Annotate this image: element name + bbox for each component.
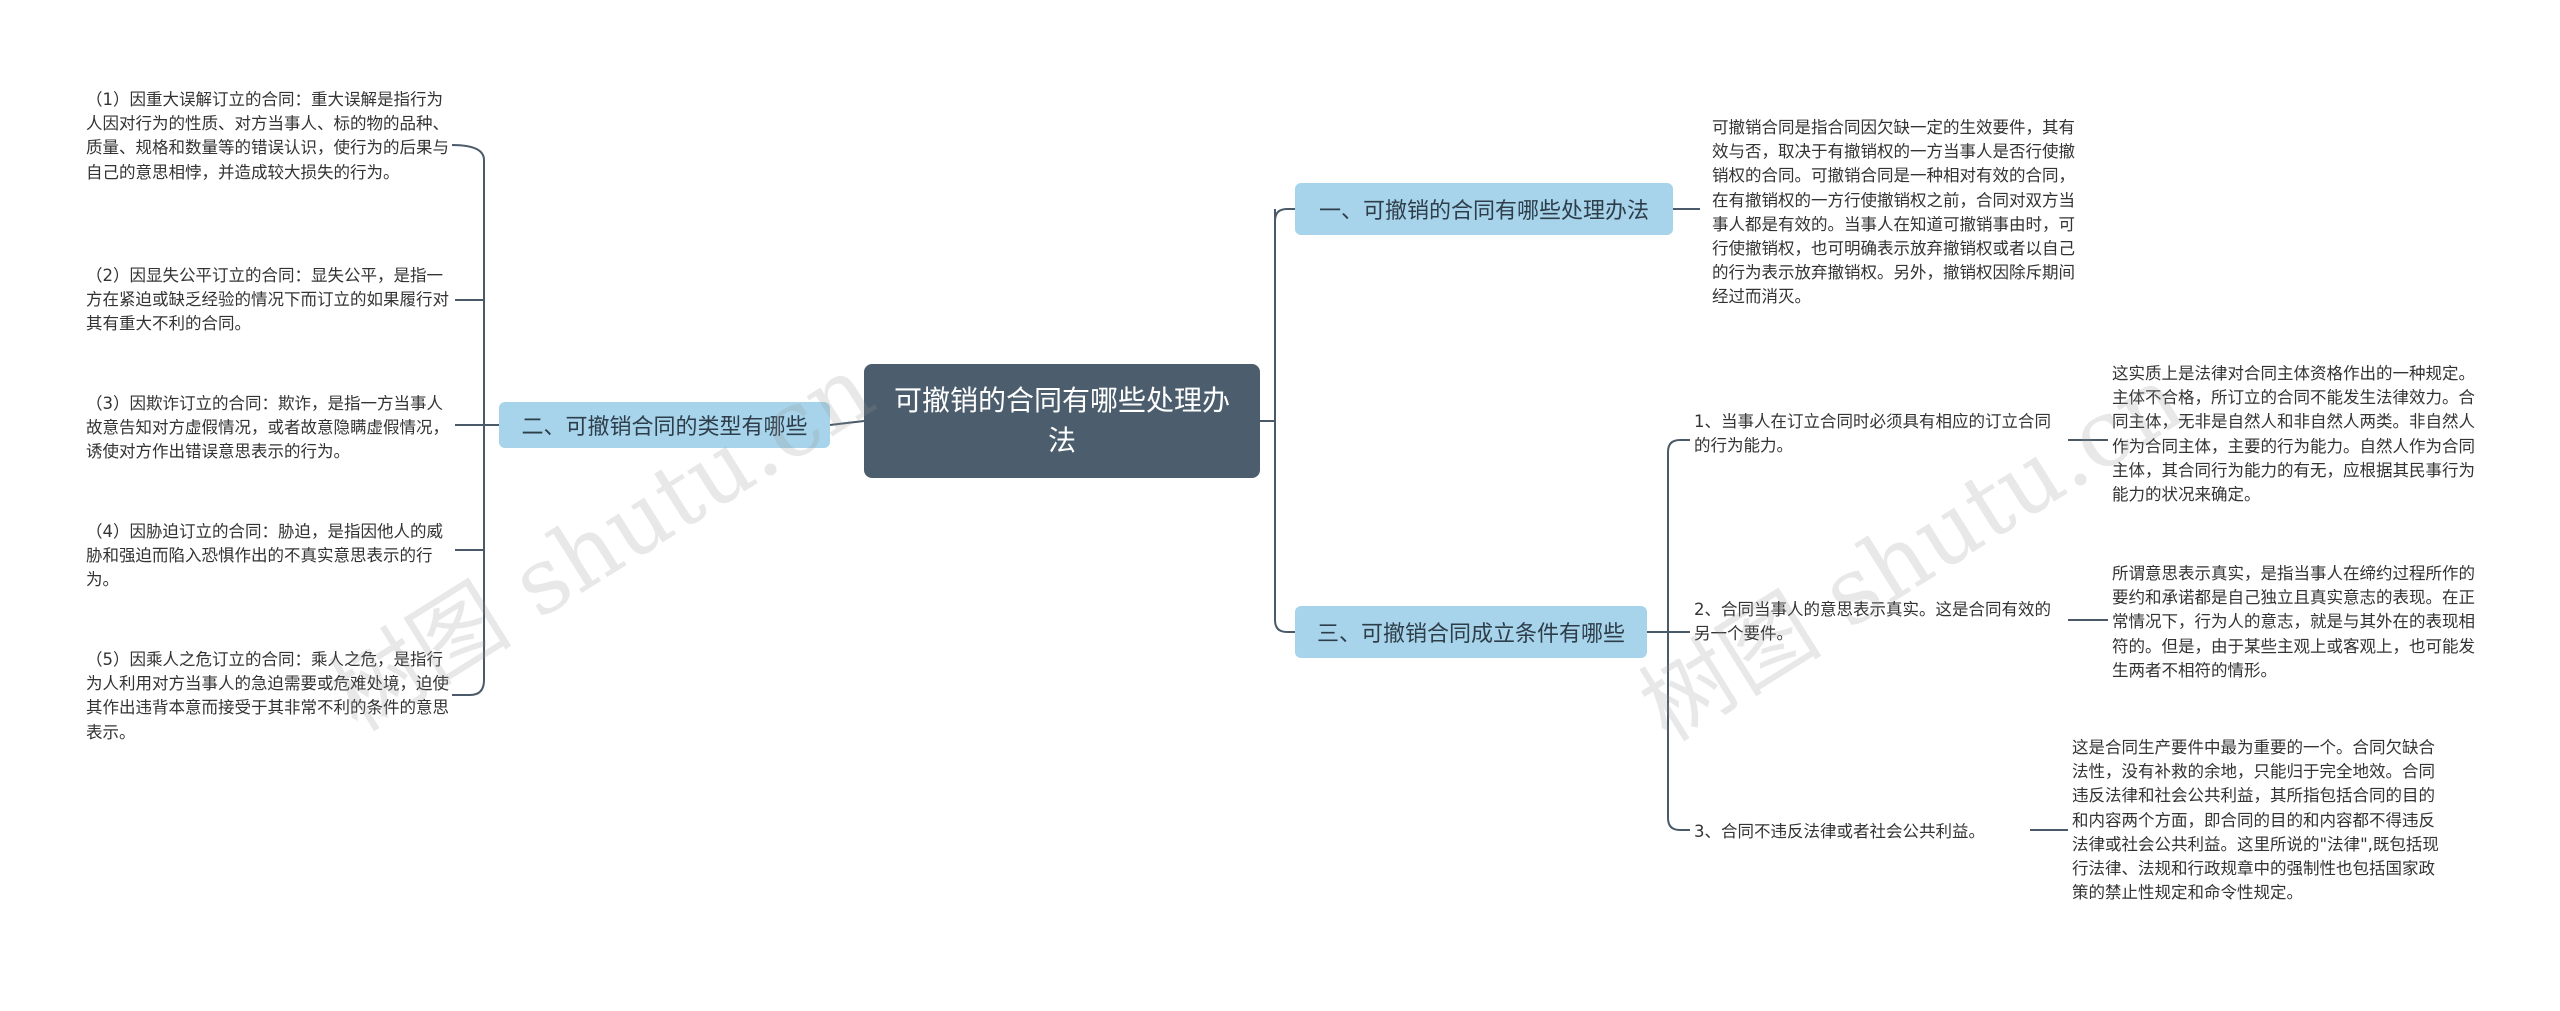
condition-legality: 3、合同不违反法律或者社会公共利益。 — [1694, 822, 1985, 841]
type-item-fraud: （3）因欺诈订立的合同：欺诈，是指一方当事人故意告知对方虚假情况，或者故意隐瞒虚… — [86, 394, 449, 462]
branch-label: 三、可撤销合同成立条件有哪些 — [1316, 622, 1625, 647]
condition-true-intent: 2、合同当事人的意思表示真实。这是合同有效的另一个要件。 — [1694, 600, 2051, 644]
branch-formation-conditions[interactable]: 三、可撤销合同成立条件有哪些 — [1295, 606, 1647, 658]
branch-contract-types[interactable]: 二、可撤销合同的类型有哪些 — [499, 402, 830, 448]
branch-handling-methods[interactable]: 一、可撤销的合同有哪些处理办法 — [1295, 183, 1673, 235]
type-item-unfairness: （2）因显失公平订立的合同：显失公平，是指一方在紧迫或缺乏经验的情况下而订立的如… — [86, 266, 449, 334]
condition-true-intent-detail: 所谓意思表示真实，是指当事人在缔约过程所作的要约和承诺都是自己独立且真实意志的表… — [2112, 564, 2475, 680]
condition-capacity-detail: 这实质上是法律对合同主体资格作出的一种规定。主体不合格，所订立的合同不能发生法律… — [2112, 364, 2475, 505]
handling-methods-text: 可撤销合同是指合同因欠缺一定的生效要件，其有效与否，取决于有撤销权的一方当事人是… — [1712, 118, 2075, 307]
root-title: 可撤销的合同有哪些处理办法 — [893, 384, 1230, 457]
condition-capacity: 1、当事人在订立合同时必须具有相应的订立合同的行为能力。 — [1694, 412, 2051, 456]
branch-label: 一、可撤销的合同有哪些处理办法 — [1318, 199, 1649, 224]
type-item-misunderstanding: （1）因重大误解订立的合同：重大误解是指行为人因对行为的性质、对方当事人、标的物… — [86, 90, 449, 182]
root-node[interactable]: 可撤销的合同有哪些处理办法 — [864, 364, 1260, 478]
condition-legality-detail: 这是合同生产要件中最为重要的一个。合同欠缺合法性，没有补救的余地，只能归于完全地… — [2072, 738, 2439, 903]
type-item-coercion: （4）因胁迫订立的合同：胁迫，是指因他人的威胁和强迫而陷入恐惧作出的不真实意思表… — [86, 522, 443, 590]
branch-label: 二、可撤销合同的类型有哪些 — [521, 415, 808, 440]
type-item-exploitation: （5）因乘人之危订立的合同：乘人之危，是指行为人利用对方当事人的急迫需要或危难处… — [86, 650, 449, 742]
